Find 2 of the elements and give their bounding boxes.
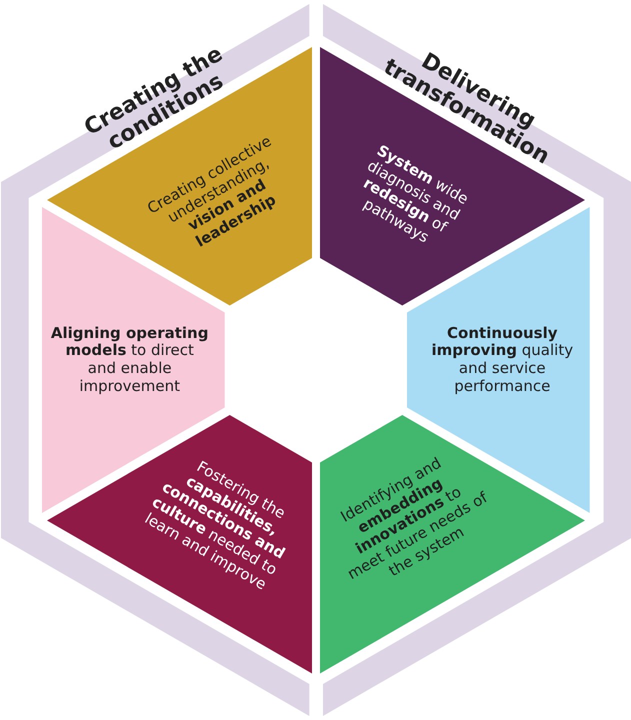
segment-text: Aligning operating models to direct and enable improvement: [50, 324, 210, 396]
segment-text: Continuously improving quality and service performance: [430, 324, 574, 396]
